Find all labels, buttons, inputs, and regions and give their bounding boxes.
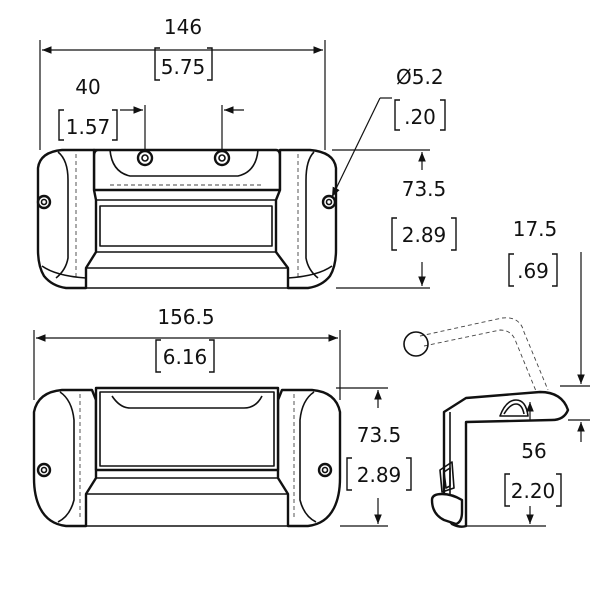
top-width-mm: 146: [164, 15, 202, 39]
top-height-in: 2.89: [402, 223, 447, 247]
hole-diameter-mm: Ø5.2: [396, 65, 444, 89]
front-width-mm: 156.5: [157, 305, 214, 329]
side-view: [403, 317, 570, 528]
hole-spacing-in: 1.57: [66, 115, 111, 139]
handle-clearance-mm: 17.5: [513, 217, 558, 241]
front-view-dimensions: 156.5 6.16 73.5 2.89: [33, 305, 412, 527]
top-width-in: 5.75: [161, 55, 206, 79]
top-height-mm: 73.5: [402, 177, 447, 201]
side-depth-mm: 56: [521, 439, 546, 463]
top-view: [36, 148, 338, 290]
top-view-dimensions: 146 5.75 40 1.57 Ø5.2 .20 73.5 2.89: [39, 15, 457, 289]
front-height-mm: 73.5: [357, 423, 402, 447]
handle-clearance-in: .69: [517, 259, 549, 283]
front-height-in: 2.89: [357, 463, 402, 487]
side-depth-in: 2.20: [511, 479, 556, 503]
side-view-dimensions: 17.5 .69 56 2.20: [466, 217, 590, 527]
hole-spacing-mm: 40: [75, 75, 100, 99]
front-view: [32, 386, 342, 528]
front-width-in: 6.16: [163, 345, 208, 369]
hole-diameter-in: .20: [404, 105, 436, 129]
